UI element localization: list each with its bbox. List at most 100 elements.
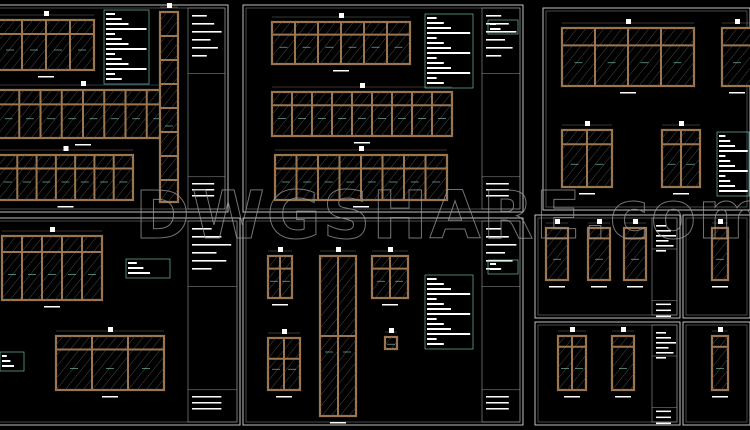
hatch-line [19, 20, 61, 70]
hatch-line [409, 155, 447, 200]
hatch-line [2, 236, 44, 288]
window-elevation [610, 327, 636, 398]
hatch-line [558, 336, 566, 346]
dimension-text [63, 146, 69, 151]
title-text-line [192, 183, 215, 185]
glass-hatch [268, 338, 300, 390]
hatch-line [118, 336, 163, 390]
hatch-line [268, 256, 278, 269]
hatch-line [55, 22, 94, 70]
watermark: DWGSHARE.com [135, 177, 750, 254]
hatch-line [364, 22, 399, 64]
dimension-text [621, 327, 626, 332]
hatch-line [588, 228, 605, 250]
hatch-line [674, 61, 694, 86]
hatch-line [401, 290, 408, 298]
hatch-line [685, 169, 700, 187]
dimension-text [359, 146, 364, 151]
hatch-line [0, 90, 16, 110]
title-block [651, 324, 678, 423]
hatch-line [272, 92, 300, 127]
glass-hatch [373, 337, 397, 349]
hatch-line [45, 236, 98, 300]
title-text-line [486, 402, 509, 404]
hatch-line [562, 28, 578, 48]
dimension-text [81, 81, 86, 86]
hatch-line [0, 155, 26, 187]
hatch-line [676, 157, 700, 187]
hatch-line [46, 20, 88, 70]
sheet-sheet-bottom-middle [242, 217, 524, 426]
hatch-line [28, 20, 70, 70]
hatch-line [275, 155, 285, 167]
hatch-line [272, 92, 291, 116]
hatch-line [612, 336, 620, 346]
hatch-line [575, 377, 586, 390]
note-text-line [427, 308, 451, 310]
note-text-line [106, 78, 122, 80]
title-text-line [486, 55, 502, 57]
elevation-label [353, 206, 369, 208]
title-text-line [656, 416, 671, 419]
hatch-line [0, 155, 35, 198]
dimension-text [735, 19, 740, 24]
title-text-line [192, 268, 212, 270]
title-text-line [656, 225, 666, 227]
sheet-sheet-small-1 [534, 214, 681, 319]
hatch-line [712, 358, 728, 380]
title-text-line [192, 55, 207, 57]
hatch-line [114, 177, 133, 200]
elevation-label [354, 142, 370, 144]
hatch-line [416, 92, 452, 136]
hatch-line [391, 155, 429, 200]
window-elevation [622, 219, 648, 288]
window-elevation [266, 247, 294, 306]
note-text-line [106, 58, 122, 60]
hatch-line [268, 340, 300, 382]
hatch-line [56, 336, 91, 380]
sheet-inner-border [685, 324, 748, 423]
elevation-label [620, 92, 636, 94]
window-elevation [0, 146, 135, 208]
hatch-line [60, 155, 98, 200]
hatch-line [374, 256, 408, 298]
elevation-label [591, 286, 607, 288]
hatch-line [160, 166, 178, 190]
hatch-line [373, 337, 383, 349]
dimension-text [555, 219, 560, 224]
hatch-line [558, 343, 586, 380]
hatch-line [371, 92, 408, 136]
note-text-line [490, 268, 501, 270]
window-elevation [0, 227, 104, 308]
window-elevation [0, 11, 96, 78]
hatch-line [56, 336, 82, 368]
hatch-line [120, 90, 160, 138]
dimension-text [50, 227, 55, 232]
title-text-line [192, 31, 222, 33]
elevation-label [333, 70, 349, 72]
hatch-line [268, 338, 285, 360]
window-elevation [0, 81, 170, 146]
note-text-line [719, 160, 731, 162]
hatch-line [81, 274, 102, 300]
hatch-line [64, 33, 94, 70]
hatch-line [562, 130, 587, 162]
title-text-line [486, 228, 502, 230]
hatch-line [443, 125, 452, 136]
note-text-line [719, 165, 735, 167]
sheet-inner-border [685, 217, 748, 316]
elevation-label [57, 206, 74, 208]
note-text-line [719, 180, 731, 182]
sheet-border [242, 4, 524, 213]
dimension-text [336, 247, 341, 252]
hatch-line [712, 336, 728, 357]
hatch-line [320, 361, 356, 408]
note-text-line [2, 365, 14, 367]
hatch-line [268, 338, 294, 371]
dimension-text [718, 219, 723, 224]
hatch-line [299, 92, 336, 136]
title-text-line [486, 396, 509, 398]
note-text-line [719, 185, 735, 187]
hatch-line [330, 384, 356, 416]
